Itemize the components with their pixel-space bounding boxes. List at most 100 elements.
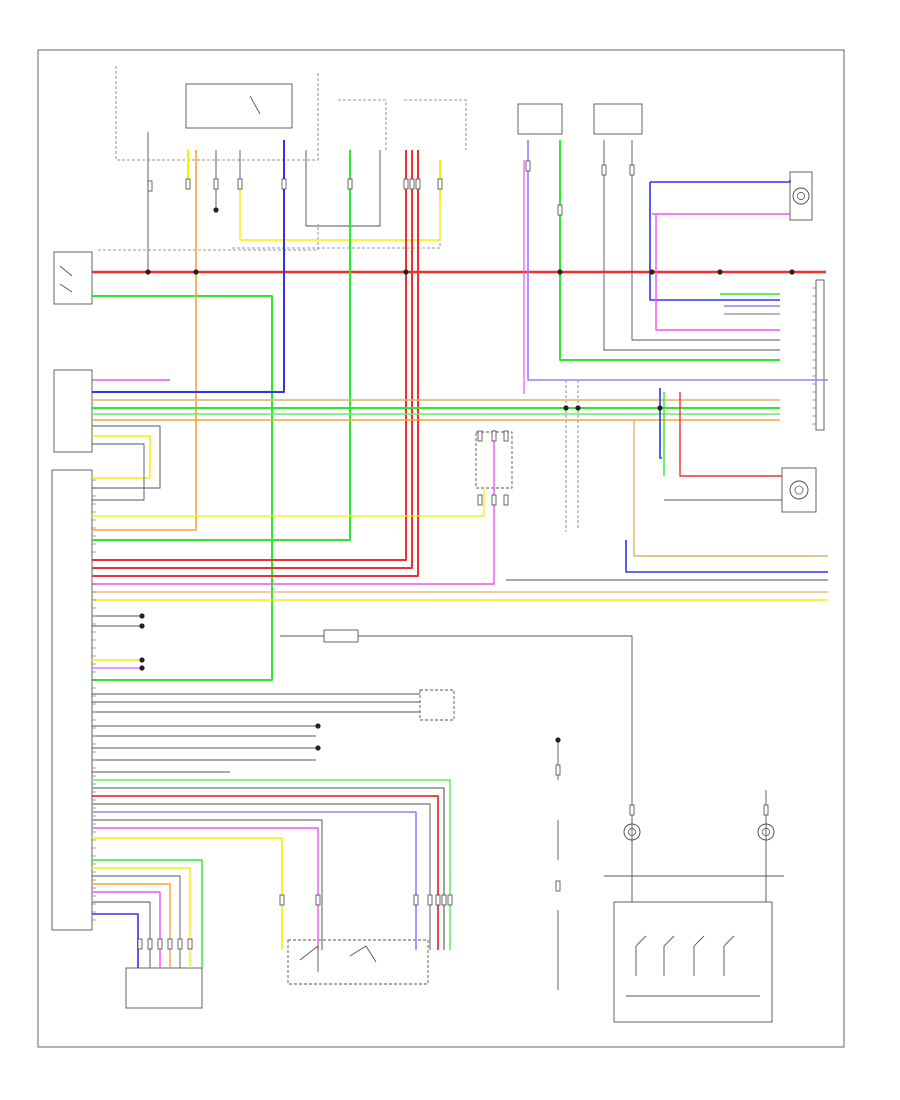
splice-point	[555, 737, 561, 743]
connector-pin	[601, 164, 607, 176]
connector-pin	[185, 178, 191, 190]
wire-gray	[92, 819, 323, 950]
splice-point	[717, 269, 723, 275]
wire-blue	[659, 388, 662, 459]
right-rear-speed-sensor	[789, 171, 813, 221]
connector-pin	[147, 180, 153, 192]
wire-gray	[92, 425, 161, 489]
wire-yellow	[92, 435, 151, 479]
transmission-connector	[53, 369, 93, 453]
throttle-sensor-contact	[349, 945, 377, 963]
wire-blue	[92, 913, 139, 968]
connector-pin	[415, 178, 421, 190]
engine-control-module	[51, 469, 93, 931]
connector-pin	[347, 178, 353, 190]
connector-pin	[437, 178, 443, 190]
connector-pin	[555, 764, 561, 776]
connector-pin	[763, 804, 769, 816]
dashed-boundary	[338, 99, 387, 150]
wire-violet	[527, 140, 828, 381]
connector-pin	[167, 938, 173, 950]
splice-point	[789, 269, 795, 275]
splice-point	[557, 269, 563, 275]
splice-point	[139, 623, 145, 629]
wire-black	[92, 875, 181, 968]
dashed-boundary	[404, 99, 467, 150]
connector-pin	[187, 938, 193, 950]
splice-point	[315, 745, 321, 751]
connector-pin	[477, 494, 483, 506]
connector-pin	[281, 178, 287, 190]
wire-green	[92, 859, 203, 968]
wire-blue	[92, 140, 285, 393]
wire-pink	[92, 827, 319, 950]
connector-pin	[157, 938, 163, 950]
wire-black	[92, 443, 145, 501]
wire-red	[679, 392, 782, 477]
wire-black	[603, 140, 780, 351]
connector-pin	[279, 894, 285, 906]
splice-point	[139, 665, 145, 671]
splice-point	[649, 269, 655, 275]
wire-black	[358, 635, 633, 780]
wire-blue	[649, 182, 780, 301]
connector-pin	[441, 894, 447, 906]
transmission-range-switch	[53, 251, 93, 305]
wire-green	[559, 140, 780, 361]
connector-pin	[503, 494, 509, 506]
wire-orange	[92, 883, 171, 968]
skid-control-module-connector	[815, 279, 825, 431]
wire-red	[92, 150, 407, 561]
left-front-speed-sensor	[517, 103, 563, 135]
cruise-control-switch	[613, 901, 773, 1023]
connector-pin	[557, 204, 563, 216]
accelerator-pedal-sensor	[125, 967, 203, 1009]
splice-point	[145, 269, 151, 275]
connector-pin	[629, 164, 635, 176]
wire-green	[92, 150, 351, 541]
stop-lamp-switch	[323, 629, 359, 643]
connector-pin	[237, 178, 243, 190]
splice-point	[563, 405, 569, 411]
connector-pin	[137, 938, 143, 950]
wire-orange	[92, 150, 197, 531]
switch-contact	[59, 265, 73, 277]
splice-point	[139, 613, 145, 619]
connector-pin	[403, 178, 409, 190]
throttle-body-assembly	[287, 939, 429, 985]
wire-yellow	[239, 170, 441, 241]
wire-blue	[625, 540, 828, 573]
wire-red	[92, 150, 419, 577]
wire-yellow	[92, 837, 283, 950]
connector-pin	[525, 160, 531, 172]
wire-light_green	[92, 779, 451, 950]
right-rear-sensor-coil	[792, 187, 810, 205]
splice-point	[575, 405, 581, 411]
wire-yellow	[92, 488, 485, 517]
wire-violet	[92, 811, 417, 950]
diagram-frame	[37, 49, 845, 1048]
right-rear-sensor-coil-core	[797, 192, 805, 200]
connector-pin	[491, 494, 497, 506]
connector-pin	[315, 894, 321, 906]
splice-point	[315, 723, 321, 729]
wire-pink	[655, 214, 780, 331]
connector-pin	[477, 430, 483, 442]
wire-red	[92, 795, 439, 950]
relay-contact	[249, 95, 261, 115]
wire-gray	[92, 803, 431, 950]
connector-pin	[427, 894, 433, 906]
left-rear-sensor-coil	[789, 480, 809, 500]
brake-switch-connector	[419, 689, 455, 721]
cruise-switch-contact	[635, 935, 647, 976]
cruise-switch-contact	[723, 935, 735, 976]
wire-pink	[92, 430, 495, 585]
wire-gray	[92, 901, 151, 968]
splice-point	[213, 207, 219, 213]
left-rear-sensor-coil-core	[794, 485, 804, 495]
dashed-boundary	[232, 170, 441, 249]
connector-pin	[413, 894, 419, 906]
connector-pin	[213, 178, 219, 190]
connector-pin	[503, 430, 509, 442]
